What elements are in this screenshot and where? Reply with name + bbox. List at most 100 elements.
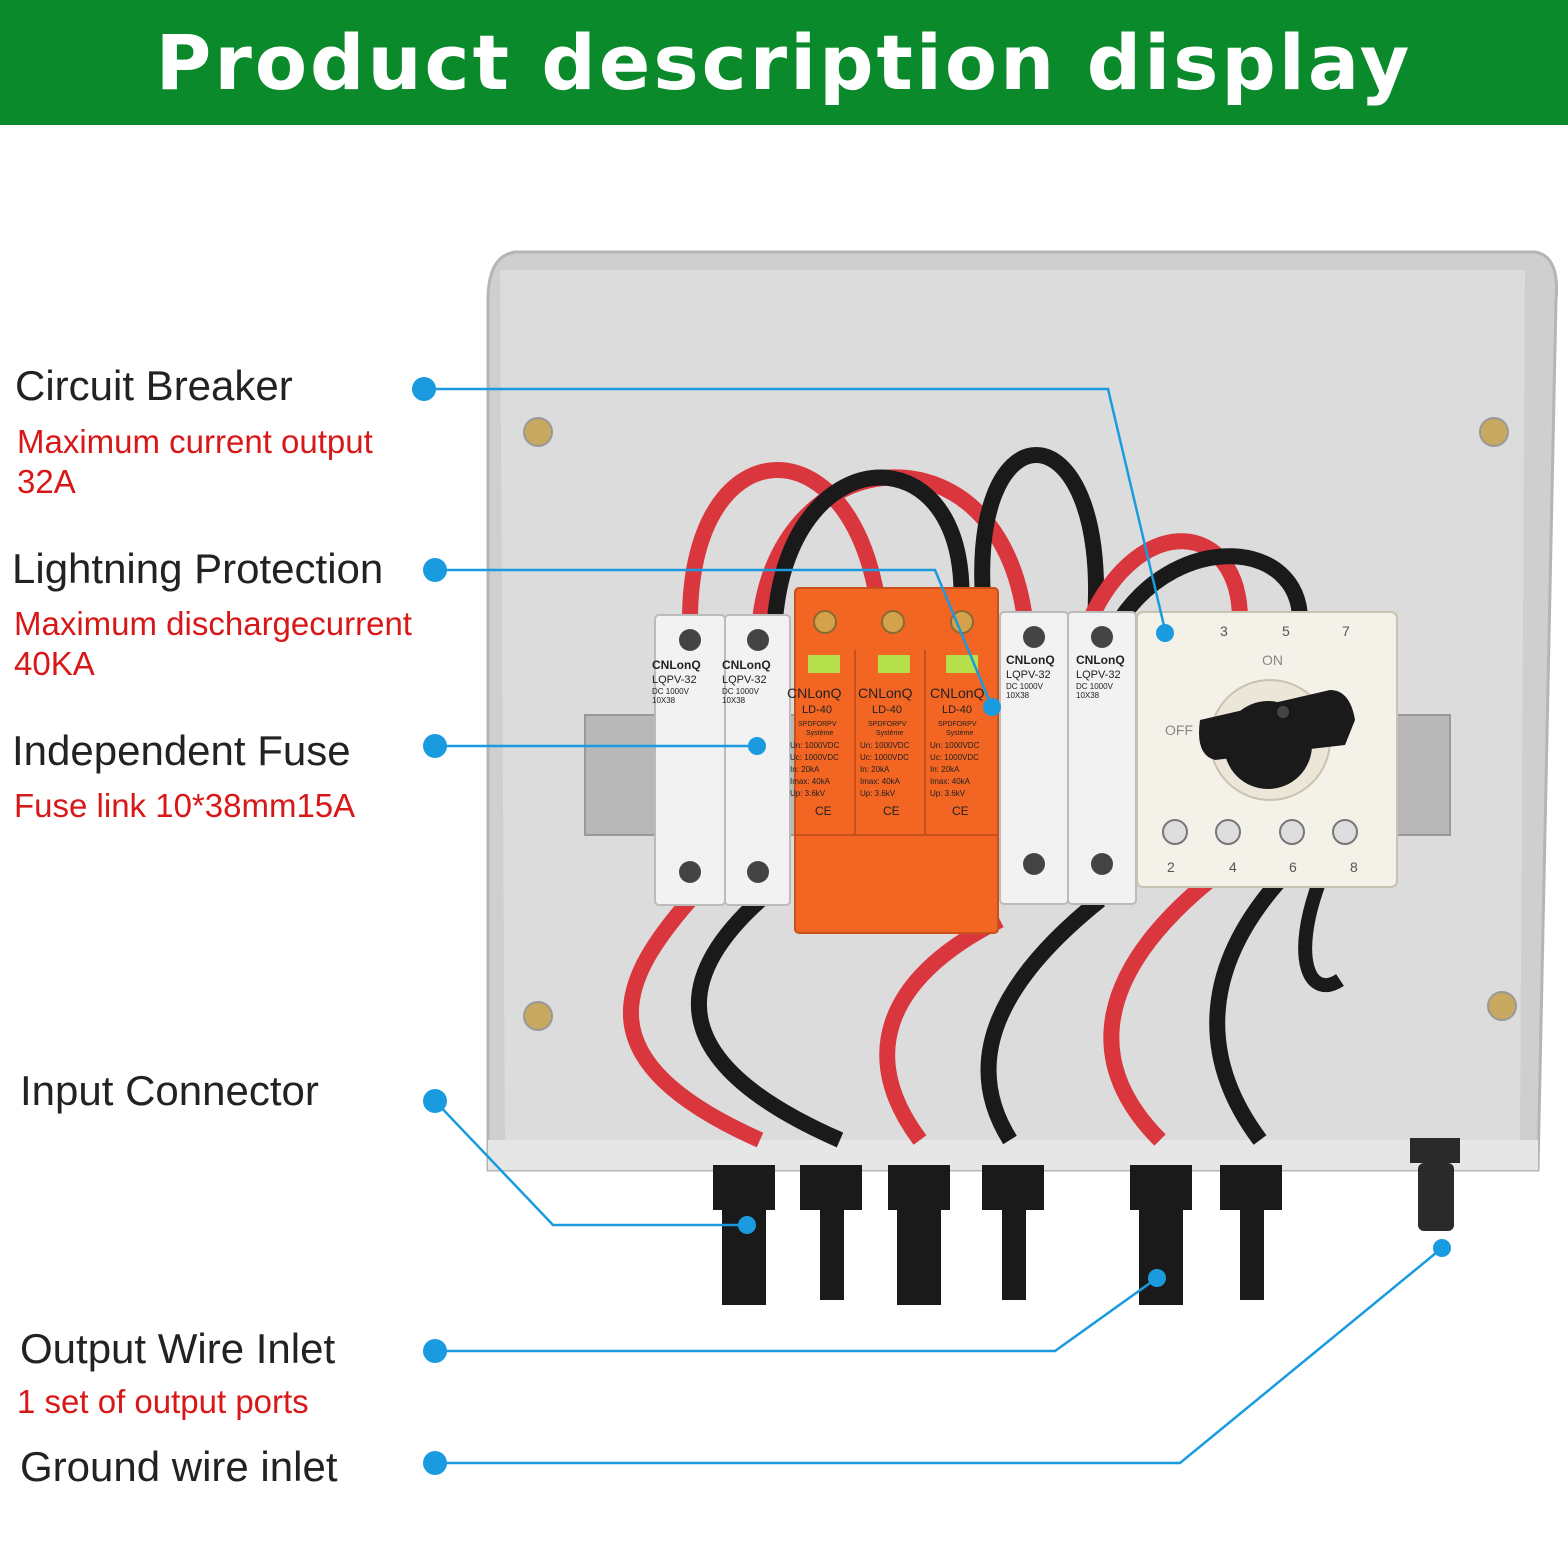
spd-in-text: In: 20kA (930, 765, 960, 774)
spd-up-text: Up: 3.6kV (930, 789, 966, 798)
fuse-size-text: 10X38 (652, 696, 676, 705)
spd-un-text: Un: 1000VDC (790, 741, 840, 750)
callout-dot (423, 1089, 447, 1113)
spd-type-text: SPDFORPV (938, 721, 977, 728)
circuit-breaker-value: 32A (17, 463, 76, 500)
fuse-size-text: 10X38 (1076, 691, 1100, 700)
lightning-protection-label: Lightning Protection (12, 545, 384, 592)
mount-post (1479, 417, 1509, 447)
spd-un-text: Un: 1000VDC (860, 741, 910, 750)
callout-lines (424, 387, 1443, 1465)
spd-brand-text: CNLonQ (787, 685, 842, 701)
callout-dot (1433, 1239, 1451, 1257)
fuse-brand-text: CNLonQ (1076, 653, 1125, 667)
mc4-connector (713, 1165, 775, 1305)
spd-line2-text: Système (946, 730, 973, 737)
header-banner: Product description display (0, 0, 1568, 125)
switch-on-label: ON (1262, 652, 1283, 668)
mc4-connector (888, 1165, 950, 1305)
fuse-model-text: LQPV-32 (1006, 669, 1051, 681)
output-wire-inlet-leader (435, 1276, 1158, 1353)
switch-terminal-4: 4 (1229, 859, 1237, 875)
ground-wire-inlet-leader (435, 1247, 1443, 1465)
independent-fuse-label: Independent Fuse (12, 727, 351, 774)
ground-wire-inlet-label: Ground wire inlet (20, 1443, 338, 1490)
spd-uc-text: Uc: 1000VDC (790, 753, 839, 762)
fuse-holder-3 (999, 611, 1069, 905)
surge-protector (794, 587, 999, 934)
callout-dots (412, 377, 1451, 1475)
fuse-rating-text: DC 1000V (722, 687, 760, 696)
callout-dot (423, 734, 447, 758)
spd-imax-text: Imax: 40kA (930, 777, 971, 786)
callout-dot (1156, 624, 1174, 642)
callout-dot (412, 377, 436, 401)
mount-post (1487, 991, 1517, 1021)
fuse-rating-text: DC 1000V (652, 687, 690, 696)
black-wire (690, 894, 844, 1148)
red-wire (1103, 873, 1216, 1146)
spd-type-text: SPDFORPV (868, 721, 907, 728)
spd-brand-text: CNLonQ (930, 685, 985, 701)
spd-in-text: In: 20kA (860, 765, 890, 774)
fuse-model-text: LQPV-32 (652, 674, 697, 686)
spd-type-text: SPDFORPV (798, 721, 837, 728)
circuit-breaker-leader (424, 387, 1167, 631)
switch-terminal-7: 7 (1342, 623, 1350, 639)
ce-mark: CE (815, 804, 832, 818)
black-wire (1209, 874, 1286, 1145)
fuse-size-text: 10X38 (722, 696, 746, 705)
fuse-brand-text: CNLonQ (722, 658, 771, 672)
mc4-connector (982, 1165, 1044, 1300)
output-wire-inlet-desc: 1 set of output ports (17, 1383, 309, 1420)
callout-dot (983, 698, 1001, 716)
output-wire-inlet-label: Output Wire Inlet (20, 1325, 336, 1372)
spd-brand-text: CNLonQ (858, 685, 913, 701)
black-wire (1298, 877, 1344, 993)
fuse-holder-4 (1067, 611, 1137, 905)
fuse-brand-text: CNLonQ (1006, 653, 1055, 667)
black-wire (974, 447, 1105, 621)
ce-mark: CE (952, 804, 969, 818)
fuse-rating-text: DC 1000V (1076, 682, 1114, 691)
spd-model-text: LD-40 (942, 704, 972, 716)
ground-cable-gland (1410, 1138, 1460, 1231)
switch-terminal-8: 8 (1350, 859, 1358, 875)
spd-line2-text: Système (806, 730, 833, 737)
fuse-model-text: LQPV-32 (722, 674, 767, 686)
callout-dot (423, 558, 447, 582)
callout-dot (423, 1451, 447, 1475)
red-wire (682, 462, 888, 621)
fuse-size-text: 10X38 (1006, 691, 1030, 700)
spd-model-text: LD-40 (802, 704, 832, 716)
circuit-breaker-label: Circuit Breaker (15, 362, 293, 409)
circuit-breaker-desc: Maximum current output (17, 423, 373, 460)
lightning-protection-leader (435, 568, 994, 708)
input-connector-label: Input Connector (20, 1067, 319, 1114)
callout-dot (423, 1339, 447, 1363)
independent-fuse-desc: Fuse link 10*38mm15A (14, 787, 356, 824)
spd-imax-text: Imax: 40kA (790, 777, 831, 786)
spd-up-text: Up: 3.6kV (790, 789, 826, 798)
red-wire (623, 894, 764, 1148)
spd-un-text: Un: 1000VDC (930, 741, 980, 750)
lightning-protection-value: 40KA (14, 645, 95, 682)
black-wire (767, 469, 970, 621)
ce-mark: CE (883, 804, 900, 818)
mc4-connector (1220, 1165, 1282, 1300)
spd-uc-text: Uc: 1000VDC (860, 753, 909, 762)
switch-terminal-5: 5 (1282, 623, 1290, 639)
red-wire (879, 912, 1004, 1145)
callout-dot (738, 1216, 756, 1234)
spd-line2-text: Système (876, 730, 903, 737)
lightning-protection-desc: Maximum dischargecurrent (14, 605, 412, 642)
fuse-rating-text: DC 1000V (1006, 682, 1044, 691)
spd-uc-text: Uc: 1000VDC (930, 753, 979, 762)
page-title: Product description display (155, 18, 1413, 107)
switch-terminal-6: 6 (1289, 859, 1297, 875)
red-wire (1082, 533, 1248, 624)
spd-imax-text: Imax: 40kA (860, 777, 901, 786)
fuse-model-text: LQPV-32 (1076, 669, 1121, 681)
mc4-connector (800, 1165, 862, 1300)
switch-terminal-3: 3 (1220, 623, 1228, 639)
